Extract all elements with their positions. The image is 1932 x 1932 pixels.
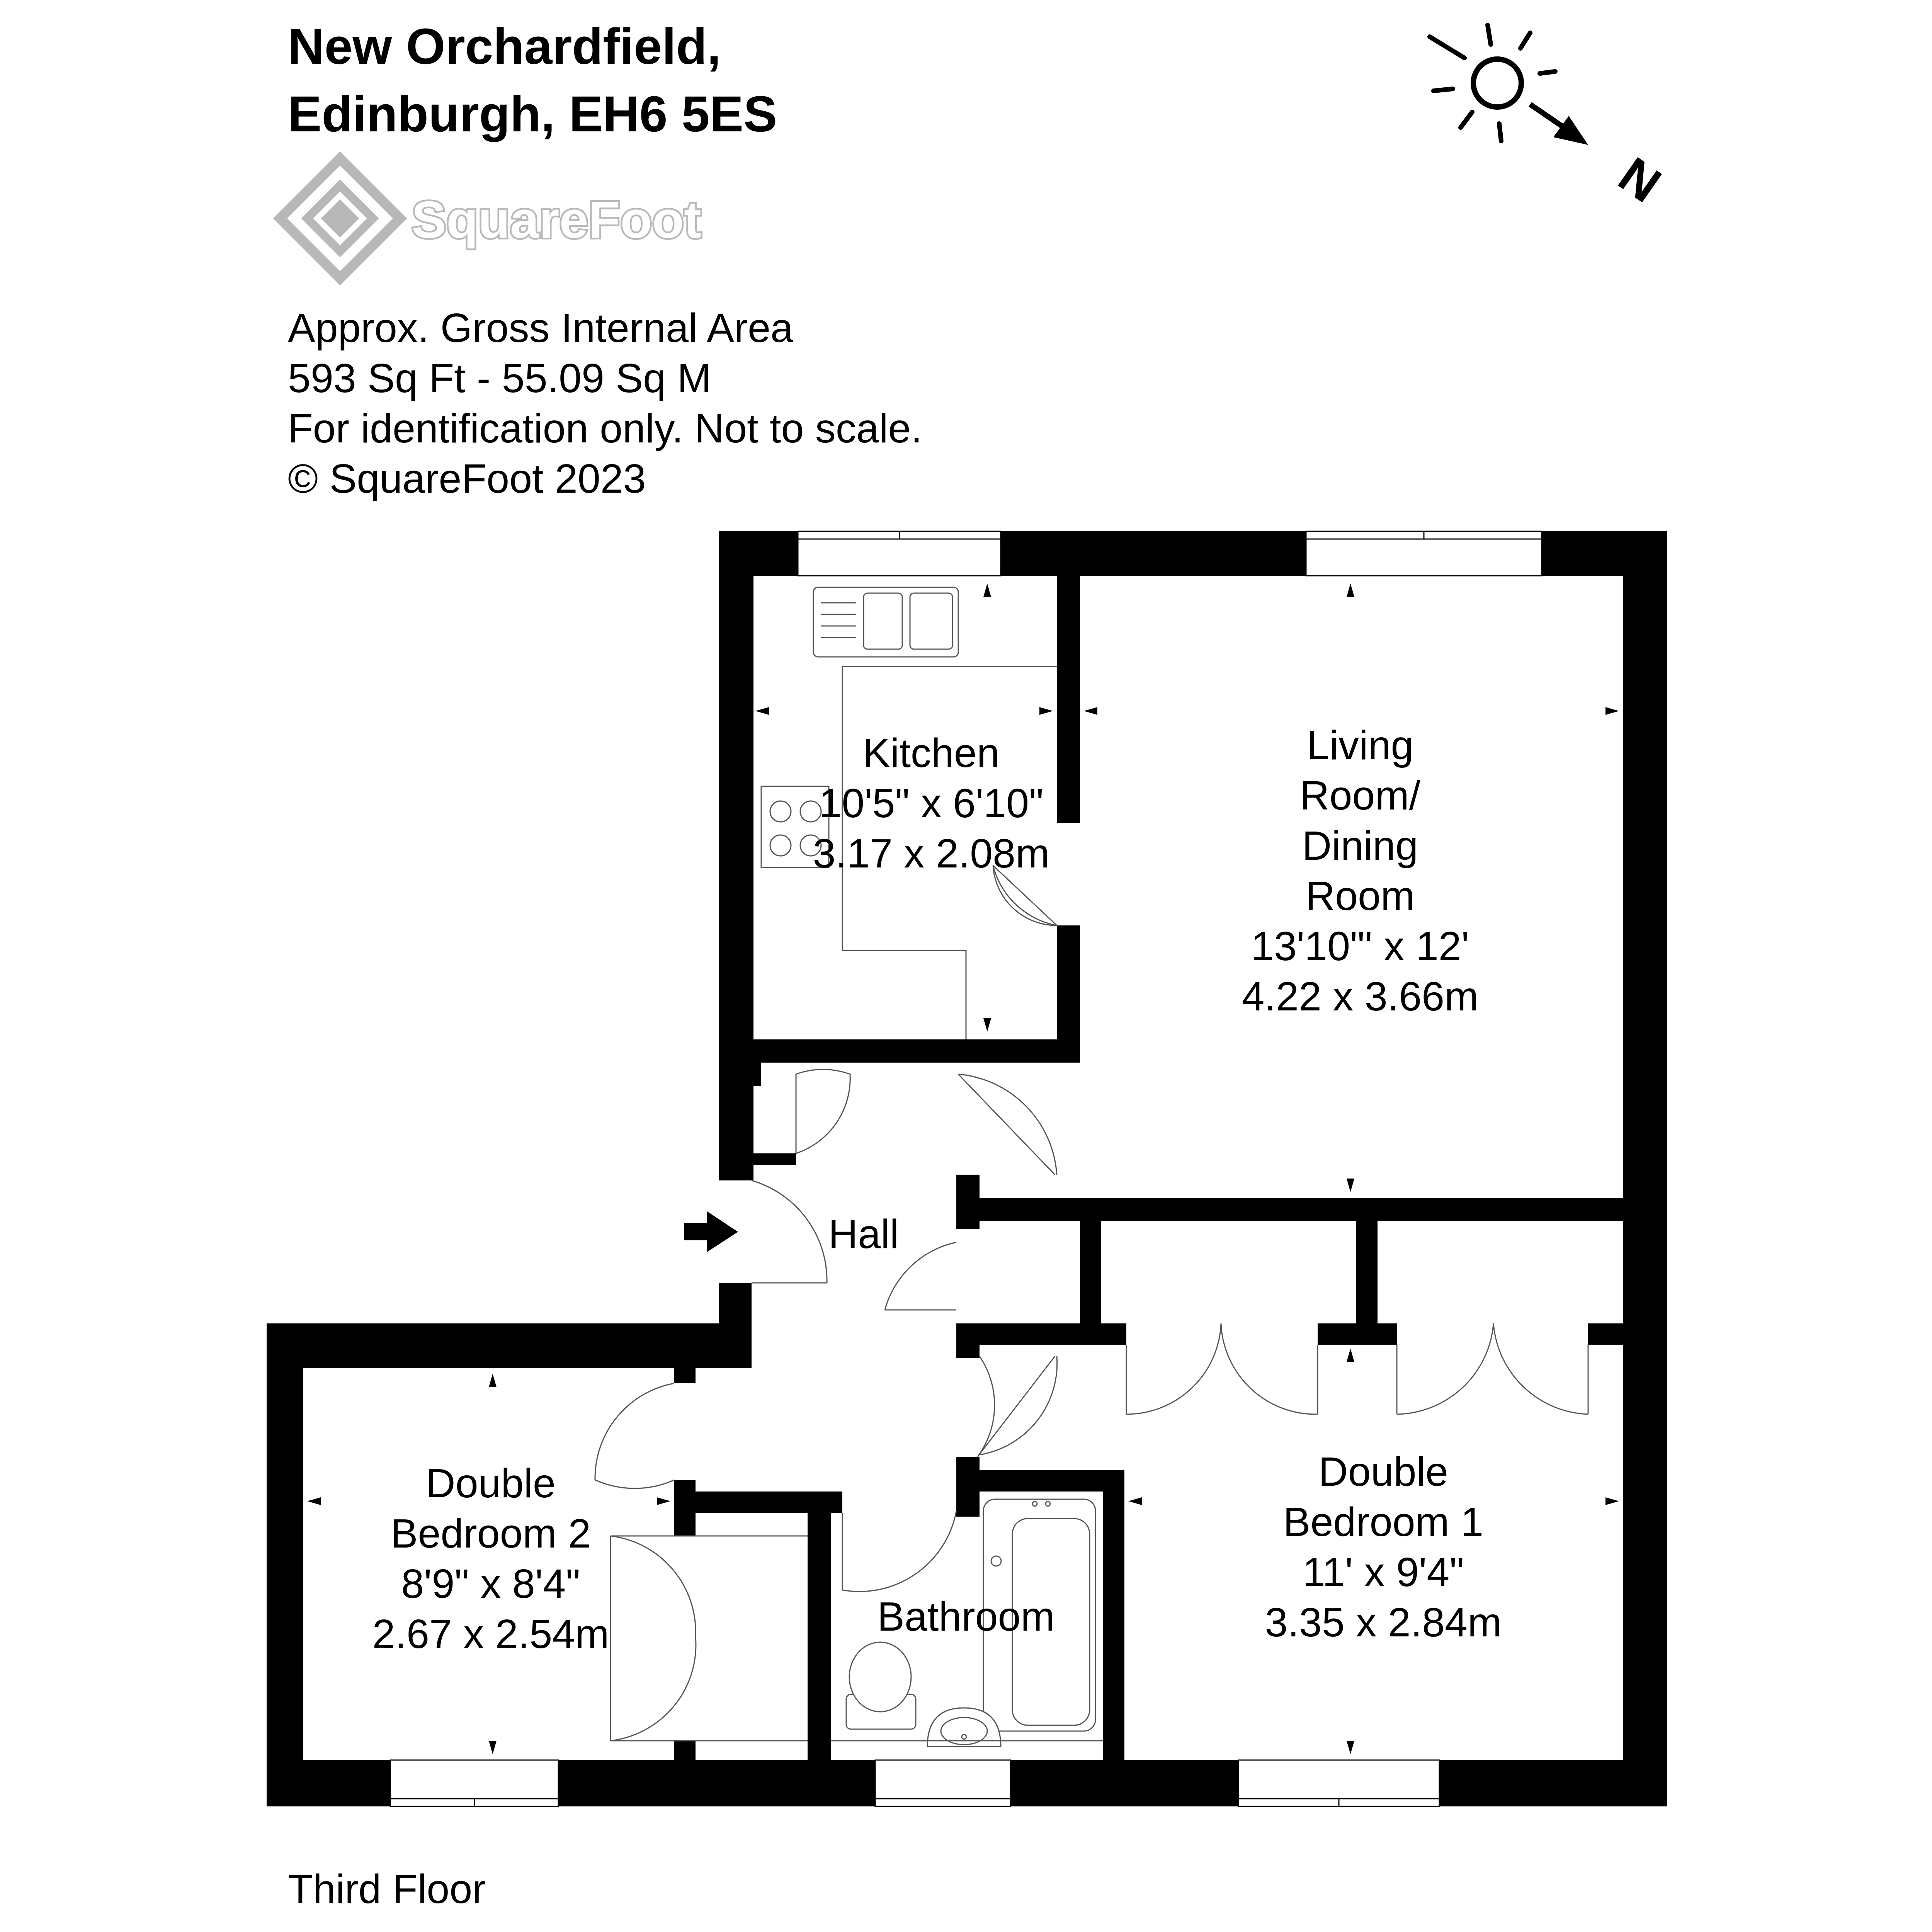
kitchen-worktop [842, 666, 1057, 1039]
living-metric: 4.22 x 3.66m [1242, 974, 1479, 1019]
bedroom1-metric: 3.35 x 2.84m [1265, 1600, 1502, 1645]
copyright: © SquareFoot 2023 [288, 456, 646, 502]
kitchen-sink [813, 587, 959, 658]
bedroom1-name-1: Double [1318, 1449, 1448, 1495]
logo-text: SquareFoot [412, 190, 701, 249]
living-imperial: 13'10"' x 12' [1251, 923, 1469, 969]
bedroom2-imperial: 8'9" x 8'4" [401, 1561, 580, 1607]
bedroom2-name-2: Bedroom 2 [391, 1511, 591, 1556]
hall-label: Hall [828, 1211, 899, 1257]
hob-icon [760, 786, 830, 868]
kitchen-name: Kitchen [863, 730, 1000, 776]
living-name-4: Room [1306, 873, 1415, 919]
living-name-1: Living [1307, 723, 1414, 768]
dimension-ticks [307, 583, 1619, 1754]
living-name-3: Dining [1302, 823, 1418, 869]
basin-icon [927, 1707, 1002, 1747]
bedroom2-name-1: Double [426, 1461, 556, 1506]
squarefoot-diamond-icon [273, 151, 407, 286]
kitchen-label: Kitchen 10'5" x 6'10" 3.17 x 2.08m [813, 730, 1050, 876]
windows [389, 531, 1543, 1807]
kitchen-imperial: 10'5" x 6'10" [819, 781, 1043, 826]
living-room-label: Living Room/ Dining Room 13'10"' x 12' 4… [1242, 723, 1479, 1019]
area-title: Approx. Gross Internal Area [288, 305, 793, 351]
kitchen-metric: 3.17 x 2.08m [813, 831, 1050, 876]
area-value: 593 Sq Ft - 55.09 Sq M [288, 355, 711, 401]
entrance-arrow-icon [684, 1211, 738, 1252]
bedroom1-name-2: Bedroom 1 [1283, 1499, 1484, 1545]
address-line-1: New Orchardfield, [288, 18, 721, 75]
north-letter: N [1609, 146, 1671, 213]
bathroom-label: Bathroom [877, 1594, 1055, 1639]
bath-icon [983, 1498, 1096, 1732]
disclaimer: For identification only. Not to scale. [288, 406, 922, 451]
bedroom-1-label: Double Bedroom 1 11' x 9'4" 3.35 x 2.84m [1265, 1449, 1502, 1645]
bedroom1-imperial: 11' x 9'4" [1303, 1549, 1464, 1595]
living-name-2: Room/ [1300, 773, 1421, 818]
sun-icon [1427, 23, 1558, 143]
bedroom2-metric: 2.67 x 2.54m [372, 1611, 609, 1657]
address-line-2: Edinburgh, EH6 5ES [288, 85, 777, 142]
bedroom-2-label: Double Bedroom 2 8'9" x 8'4" 2.67 x 2.54… [372, 1461, 609, 1657]
north-arrow-icon [1529, 102, 1588, 145]
toilet-icon [845, 1641, 917, 1730]
doors [594, 865, 1589, 1742]
floor-label: Third Floor [288, 1866, 486, 1912]
